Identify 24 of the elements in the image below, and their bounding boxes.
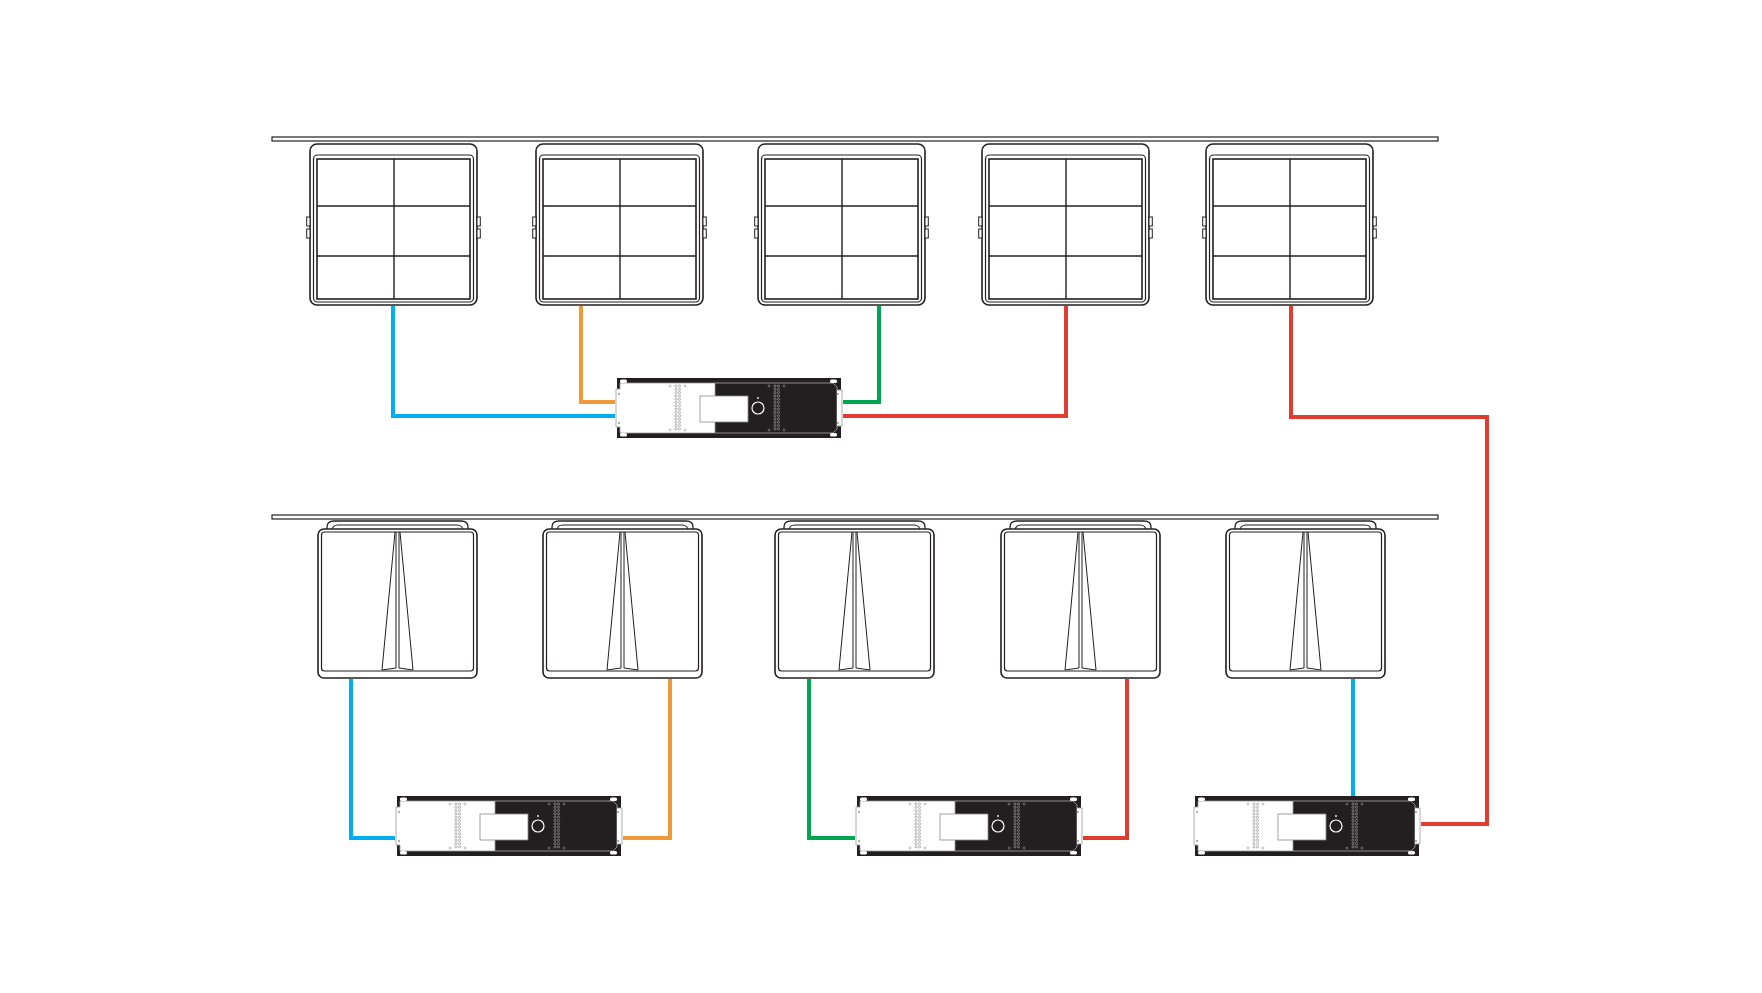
amplifier-drawing (855, 796, 1083, 856)
cable-line (391, 306, 615, 418)
amplifier-drawing (615, 378, 843, 438)
cable-line (843, 306, 881, 404)
speaker-drawing (317, 520, 478, 679)
speaker-drawing (542, 520, 703, 679)
speaker-drawing (774, 520, 935, 679)
speaker-drawing (532, 143, 707, 306)
amplifier-drawing (1193, 796, 1421, 856)
cable-line (623, 679, 672, 840)
cable-line (579, 306, 615, 404)
speaker-drawing (306, 143, 481, 306)
speaker-drawing (978, 143, 1153, 306)
cable-line (1351, 679, 1355, 796)
cable-line (349, 679, 395, 840)
speaker-drawing (754, 143, 929, 306)
cable-line (843, 306, 1068, 418)
amplifier-drawing (395, 796, 623, 856)
cable-line (1289, 306, 1489, 826)
cable-line (1083, 679, 1129, 840)
cable-line (807, 679, 855, 840)
speaker-drawing (1000, 520, 1161, 679)
speaker-drawing (1202, 143, 1377, 306)
speaker-drawing (1225, 520, 1386, 679)
